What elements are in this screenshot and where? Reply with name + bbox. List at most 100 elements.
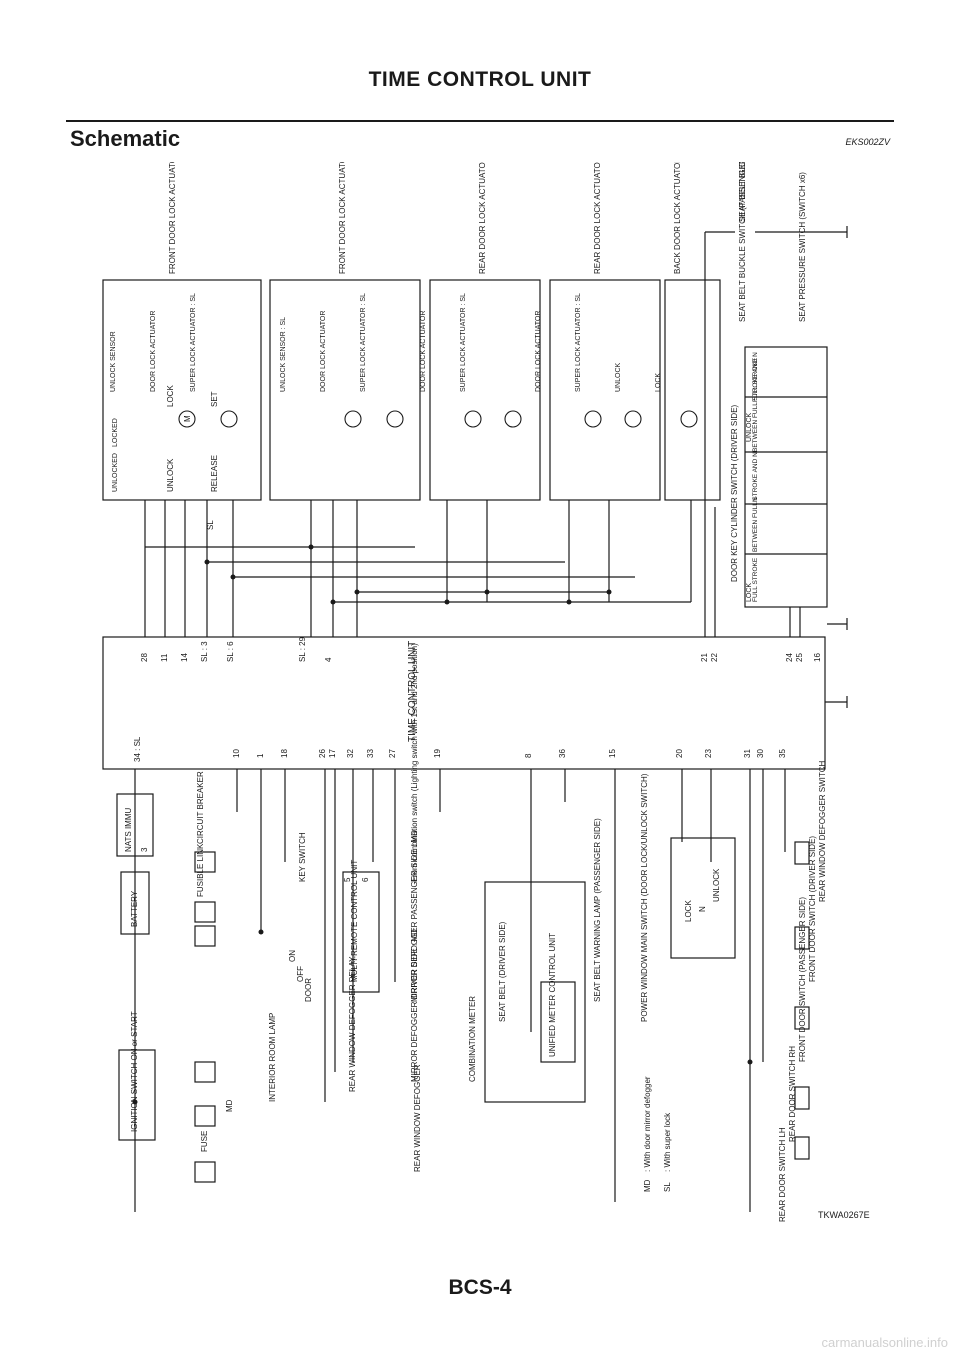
tcu-pin-label: 19 <box>433 749 442 758</box>
lamp-position: OFF <box>296 966 305 982</box>
actuator-title: FRONT DOOR LOCK ACTUATOR (PASSENGER SIDE… <box>338 162 347 274</box>
mirror-defogger-driver-label: MIRROR DEFOGGER DRIVER SIDE : MD <box>410 929 419 1082</box>
nats-label: NATS IMMU <box>124 807 133 852</box>
rear-defogger-label: REAR WINDOW DEFOGGER <box>413 1064 422 1172</box>
figure-code: TKWA0267E <box>818 1210 870 1220</box>
multi-remote-label: MULTI-REMOTE CONTROL UNIT <box>350 860 359 982</box>
tcu-pin-label: 22 <box>710 653 719 662</box>
nats-pin-label: 3 <box>140 847 149 852</box>
interior-lamp-label: INTERIOR ROOM LAMP <box>268 1013 277 1102</box>
battery-box <box>120 871 150 935</box>
tcu-pin-label: 27 <box>388 749 397 758</box>
multi-remote-pin: 5 <box>343 877 352 882</box>
term-md: MD <box>225 1099 234 1112</box>
door-switch-label: FRONT DOOR SWITCH (DRIVER SIDE) <box>808 836 817 982</box>
key-cylinder-group: UNLOCK <box>746 412 753 442</box>
tcu-pin-label: 28 <box>140 653 149 662</box>
tcu-pin-label: 30 <box>756 749 765 758</box>
legend-text: : With door mirror defogger <box>643 1076 652 1172</box>
term-sl: SL <box>206 520 215 530</box>
key-cylinder-column: BETWEEN FULL STROKE AND N <box>752 452 759 552</box>
term-unlock: UNLOCK <box>166 458 175 492</box>
tcu-pin-label: 1 <box>256 753 265 758</box>
watermark: carmanualsonline.info <box>821 1335 948 1350</box>
tcu-pin-label: 18 <box>280 749 289 758</box>
actuator-row-label: SUPER LOCK ACTUATOR : SL <box>190 293 197 392</box>
combination-meter-box <box>484 881 586 1103</box>
unified-meter-box <box>540 981 576 1063</box>
legend-text: : With super lock <box>663 1112 672 1172</box>
legend-code: SL <box>663 1182 672 1192</box>
door-switch-label: FRONT DOOR SWITCH (PASSENGER SIDE) <box>798 897 807 1062</box>
key-cylinder-title: DOOR KEY CYLINDER SWITCH (DRIVER SIDE) <box>730 404 739 582</box>
actuator-row-label: UNLOCK <box>615 362 622 392</box>
time-control-unit-box <box>102 636 826 770</box>
actuator-title: REAR DOOR LOCK ACTUATOR RH <box>478 162 487 274</box>
actuator-box-back-door <box>664 279 721 501</box>
mirror-defogger-passenger-label: MIRROR DEFOGGER PASSENGER SIDE : MD <box>410 830 419 1002</box>
time-control-unit-label: TIME CONTROL UNIT <box>407 641 418 742</box>
actuator-row-label: UNLOCK SENSOR : SL <box>280 317 287 392</box>
lamp-position: ON <box>288 950 297 962</box>
seat-pressure-switch: SEAT PRESSURE SWITCH (SWITCH x6) <box>798 172 807 322</box>
key-cylinder-column: BETWEEN FULL STROKE AND N <box>752 352 759 452</box>
section-title: Schematic <box>70 126 181 151</box>
battery-label: BATTERY <box>130 890 139 927</box>
circuit-breaker-label: CIRCUIT BREAKER <box>196 771 205 844</box>
term-motor: M <box>183 415 192 422</box>
tcu-pin-label: 26 <box>318 749 327 758</box>
tcu-pin-label: 4 <box>324 657 333 662</box>
actuator-row-label: UNLOCK SENSOR <box>110 331 117 392</box>
lighting-note-label: From combination switch (Lighting switch… <box>410 643 419 882</box>
tcu-pin-label: 8 <box>524 753 533 758</box>
tcu-pin-label: 11 <box>160 653 169 662</box>
actuator-box-front-driver <box>102 279 262 501</box>
tcu-pin-label: 34 : SL <box>133 736 142 762</box>
ignition-switch-label: IGNITION SWITCH ON or START <box>130 1011 139 1132</box>
tcu-pin-label: 14 <box>180 653 189 662</box>
door-switch-label: REAR DOOR SWITCH RH <box>788 1046 797 1142</box>
key-cylinder-group: LOCK <box>746 583 753 602</box>
actuator-row-label: DOOR LOCK ACTUATOR <box>150 311 157 392</box>
actuator-title: BACK DOOR LOCK ACTUATOR <box>673 162 682 274</box>
power-window-box <box>670 837 736 959</box>
tcu-pin-label: 23 <box>704 749 713 758</box>
actuator-row-label: SUPER LOCK ACTUATOR : SL <box>460 293 467 392</box>
tcu-pin-label: 33 <box>366 749 375 758</box>
section-code: EKS002ZV <box>845 137 890 147</box>
power-window-label: POWER WINDOW MAIN SWITCH (DOOR LOCK/UNLO… <box>640 773 649 1022</box>
term-lock: LOCK <box>166 385 175 407</box>
tcu-pin-label: 24 <box>785 653 794 662</box>
term-set: SET <box>210 391 219 407</box>
tcu-pin-label: 21 <box>700 653 709 662</box>
tcu-pin-label: 16 <box>813 653 822 662</box>
tcu-pin-label: 10 <box>232 749 241 758</box>
multi-remote-box <box>342 871 380 993</box>
actuator-row-label: LOCK <box>655 373 662 392</box>
actuator-title: REAR DOOR LOCK ACTUATOR LH <box>593 162 602 274</box>
term-locked: LOCKED <box>112 418 119 447</box>
key-cylinder-column: N <box>752 497 759 502</box>
tcu-pin-label: 20 <box>675 749 684 758</box>
key-switch-label: KEY SWITCH <box>298 832 307 882</box>
unified-meter-label: UNIFIED METER CONTROL UNIT <box>548 933 557 1057</box>
seat-belt-passenger-switch: SEAT BELT BUCKLE SWITCH (PASSENGER SIDE) <box>738 162 747 322</box>
tcu-pin-label: SL : 3 <box>200 641 209 662</box>
term-release: RELEASE <box>210 455 219 492</box>
page-number: BCS-4 <box>448 1276 512 1299</box>
tcu-pin-label: 15 <box>608 749 617 758</box>
tcu-pin-label: SL : 6 <box>226 641 235 662</box>
tcu-pin-label: 17 <box>328 749 337 758</box>
actuator-box-rear-rh <box>429 279 541 501</box>
actuator-row-label: DOOR LOCK ACTUATOR <box>420 311 427 392</box>
actuator-box-rear-lh <box>549 279 661 501</box>
defogger-relay-label: REAR WINDOW DEFOGGER RELAY <box>348 956 357 1092</box>
key-cylinder-box <box>744 346 828 608</box>
lamp-position: DOOR <box>304 978 313 1002</box>
fuse-label: FUSE <box>200 1131 209 1152</box>
key-cylinder-column: FULL STROKE <box>752 357 759 402</box>
tcu-pin-label: 32 <box>346 749 355 758</box>
actuator-row-label: SUPER LOCK ACTUATOR : SL <box>575 293 582 392</box>
tcu-pin-label: 36 <box>558 749 567 758</box>
